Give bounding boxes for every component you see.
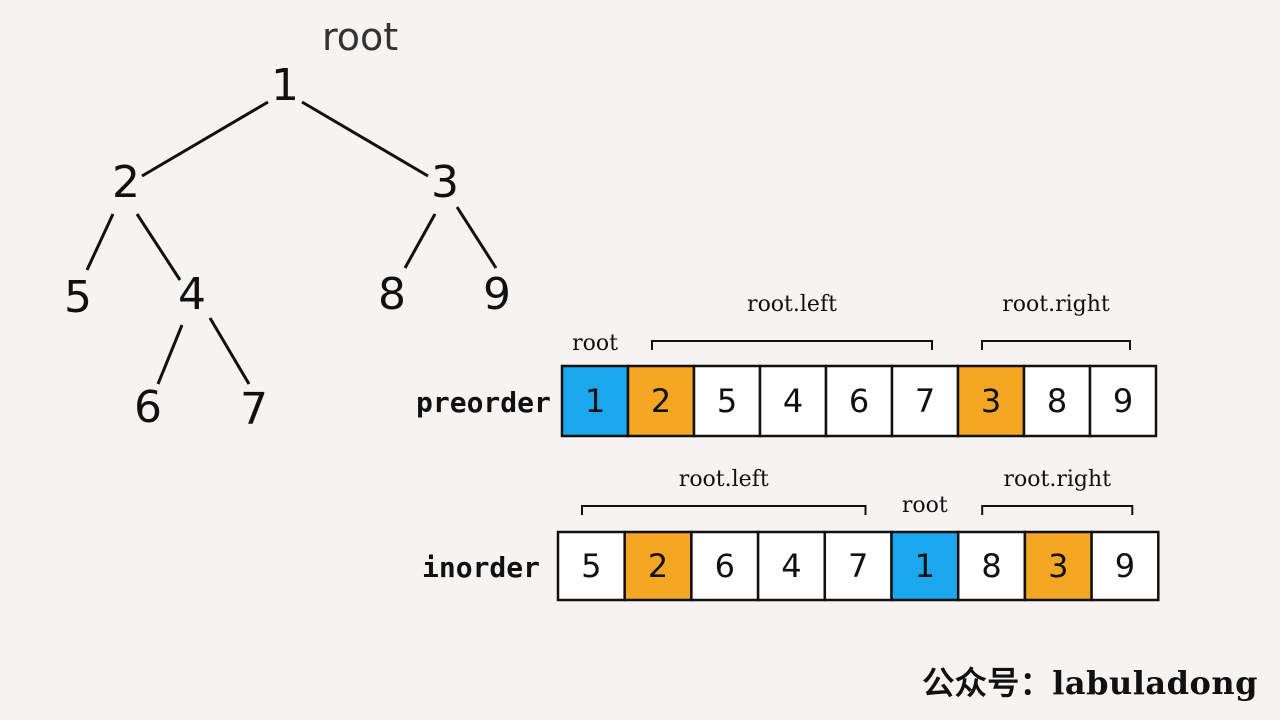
inorder-cell-value-0: 5 — [581, 547, 601, 585]
inorder-cell-value-1: 2 — [648, 547, 668, 585]
edge-2-5 — [85, 213, 115, 271]
inorder-cell-value-5: 1 — [915, 547, 935, 585]
preorder-segment-label-root-left: root.left — [747, 292, 837, 317]
preorder-cell-value-1: 2 — [651, 382, 671, 420]
inorder-cell-value-8: 9 — [1115, 547, 1135, 585]
inorder-row-label: inorder — [422, 551, 540, 584]
preorder-cell-5 — [890, 364, 960, 438]
preorder-cell-value-6: 3 — [981, 382, 1001, 420]
preorder-cell-value-4: 6 — [849, 382, 869, 420]
inorder-bracket-root-right — [981, 505, 1134, 515]
tree-node-6: 6 — [134, 382, 162, 433]
tree-root-label: root — [322, 15, 398, 59]
preorder-cell-6 — [956, 364, 1026, 438]
inorder-cell-0 — [556, 530, 626, 602]
inorder-cell-7 — [1023, 530, 1093, 602]
preorder-cell-2 — [692, 364, 762, 438]
edge-3-9 — [455, 206, 498, 269]
inorder-array: 5 2 6 4 7 1 8 3 9 — [556, 530, 1160, 602]
edge-4-6 — [156, 324, 184, 385]
preorder-cell-value-7: 8 — [1047, 382, 1067, 420]
tree-node-1: 1 — [271, 60, 299, 111]
edge-1-3 — [301, 100, 429, 178]
edge-3-8 — [403, 213, 437, 269]
preorder-cell-value-8: 9 — [1113, 382, 1133, 420]
preorder-cell-8 — [1088, 364, 1158, 438]
preorder-segments: root root.left root.right — [572, 292, 1131, 356]
inorder-segment-label-root-right: root.right — [1004, 467, 1112, 492]
inorder-cell-value-2: 6 — [715, 547, 735, 585]
preorder-bracket-root-right — [981, 340, 1131, 350]
inorder-segments: root.left root root.right — [581, 467, 1134, 518]
inorder-cell-4 — [823, 530, 893, 602]
inorder-cell-value-7: 3 — [1048, 547, 1068, 585]
preorder-array: 1 2 5 4 6 7 3 8 9 — [560, 364, 1158, 438]
inorder-cell-value-3: 4 — [781, 547, 801, 585]
inorder-cell-3 — [756, 530, 827, 602]
footer-handle: labuladong — [1052, 664, 1258, 702]
edge-1-2 — [141, 100, 269, 178]
tree-node-3: 3 — [431, 157, 459, 208]
tree-node-2: 2 — [112, 157, 140, 208]
tree-node-9: 9 — [483, 269, 511, 320]
tree-node-4: 4 — [178, 269, 206, 320]
preorder-cell-value-2: 5 — [717, 382, 737, 420]
preorder-cell-0 — [560, 364, 630, 438]
preorder-cell-value-3: 4 — [783, 382, 803, 420]
preorder-cell-value-5: 7 — [915, 382, 935, 420]
tree-node-7: 7 — [240, 384, 268, 435]
preorder-cell-value-0: 1 — [585, 382, 605, 420]
preorder-row-label: preorder — [416, 386, 551, 419]
preorder-cell-7 — [1022, 364, 1092, 438]
inorder-cell-value-4: 7 — [848, 547, 868, 585]
footer-label: 公众号： — [922, 664, 1053, 702]
preorder-cell-4 — [824, 364, 894, 438]
inorder-segment-label-root-left: root.left — [679, 467, 769, 492]
inorder-cell-6 — [956, 530, 1027, 602]
preorder-segment-label-root-right: root.right — [1002, 292, 1110, 317]
tree-node-8: 8 — [378, 269, 406, 320]
preorder-cell-1 — [626, 364, 696, 438]
inorder-cell-8 — [1090, 530, 1160, 602]
tree-nodes: 1 2 3 5 4 8 9 6 7 — [64, 60, 511, 435]
watermark-footer: 公众号：labuladong — [922, 658, 1258, 704]
tree-node-5: 5 — [64, 272, 92, 323]
preorder-bracket-root-left — [651, 340, 933, 350]
tree-edges — [85, 100, 498, 385]
inorder-cell-value-6: 8 — [981, 547, 1001, 585]
inorder-segment-label-root: root — [902, 493, 948, 518]
edge-2-4 — [135, 213, 182, 281]
inorder-bracket-root-left — [581, 505, 867, 515]
preorder-segment-label-root: root — [572, 331, 618, 356]
inorder-cell-2 — [690, 530, 760, 602]
edge-4-7 — [208, 317, 251, 385]
